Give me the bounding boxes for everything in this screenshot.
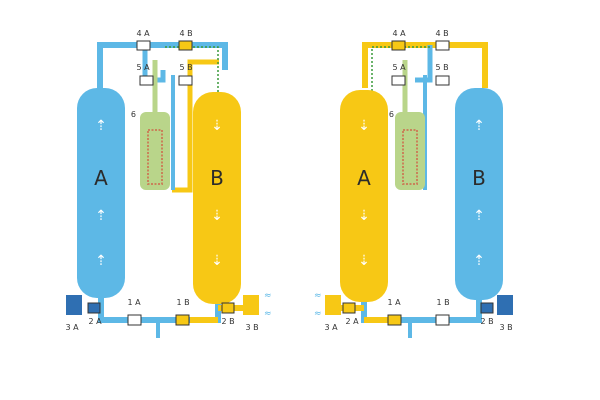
bottom-pipe xyxy=(98,298,221,323)
silencer-3a-body xyxy=(66,295,82,315)
svg-text:3 A: 3 A xyxy=(65,323,79,332)
valve-5a: 5 A xyxy=(136,63,154,86)
svg-text:1 B: 1 B xyxy=(176,298,189,307)
silencer-3b-body xyxy=(497,295,513,315)
vessel-b-body xyxy=(455,88,503,300)
flow-arrow-down-icon: ⇣ xyxy=(211,118,223,134)
svg-text:3 B: 3 B xyxy=(245,323,258,332)
diagram-left: A ⇡ ⇡ ⇡ B ⇣ ⇣ ⇣ 6 4 A xyxy=(65,29,272,338)
svg-text:4 B: 4 B xyxy=(179,29,192,38)
valve-2a: 2 A xyxy=(87,302,102,326)
svg-text:2 B: 2 B xyxy=(221,317,234,326)
heater-body xyxy=(140,112,170,190)
svg-text:1 B: 1 B xyxy=(436,298,449,307)
flow-arrow-down-icon: ⇣ xyxy=(358,118,370,134)
flow-arrow-icon: ⇡ xyxy=(95,208,107,224)
silencer-3a: 3 A ≈ ≈ xyxy=(314,291,341,332)
svg-text:1 A: 1 A xyxy=(387,298,401,307)
svg-text:1 A: 1 A xyxy=(127,298,141,307)
heater-body xyxy=(395,112,425,190)
heater-label: 6 xyxy=(389,110,394,119)
flow-arrow-icon: ⇡ xyxy=(95,253,107,269)
vent-icon: ≈ xyxy=(264,291,272,301)
valve-1a: 1 A xyxy=(127,298,142,326)
vent-icon: ≈ xyxy=(314,291,322,301)
svg-text:3 B: 3 B xyxy=(499,323,512,332)
svg-text:4 A: 4 A xyxy=(136,29,150,38)
svg-text:4 A: 4 A xyxy=(392,29,406,38)
flow-arrow-down-icon: ⇣ xyxy=(358,208,370,224)
svg-text:5 A: 5 A xyxy=(392,63,406,72)
flow-arrow-down-icon: ⇣ xyxy=(211,253,223,269)
purge-pipe xyxy=(415,45,433,83)
flow-arrow-down-icon: ⇣ xyxy=(358,253,370,269)
heater-label: 6 xyxy=(131,110,136,119)
control-line xyxy=(371,46,430,100)
valve-4b: 4 B xyxy=(178,29,193,51)
valve-4a: 4 A xyxy=(391,29,406,51)
vessel-a: A ⇣ ⇣ ⇣ xyxy=(340,90,388,302)
valve-5a: 5 A xyxy=(391,63,406,86)
valve-5b: 5 B xyxy=(435,63,450,86)
valve-1b: 1 B xyxy=(175,298,190,326)
silencer-3b: 3 B ≈ ≈ xyxy=(243,291,272,332)
vessel-a-label: A xyxy=(94,166,108,190)
svg-text:2 B: 2 B xyxy=(480,317,493,326)
vessel-b-label: B xyxy=(472,166,486,190)
valve-1a: 1 A xyxy=(387,298,402,326)
svg-text:5 B: 5 B xyxy=(179,63,192,72)
heater: 6 xyxy=(131,110,170,190)
valve-4a: 4 A xyxy=(136,29,151,51)
flow-arrow-icon: ⇡ xyxy=(473,118,485,134)
vessel-a: A ⇡ ⇡ ⇡ xyxy=(77,88,125,298)
valve-1b: 1 B xyxy=(435,298,450,326)
valve-2b: 2 B xyxy=(221,302,235,326)
vessel-b-label: B xyxy=(210,166,224,190)
top-pipe xyxy=(97,42,228,88)
valve-4b: 4 B xyxy=(435,29,450,51)
top-pipe xyxy=(362,42,488,88)
silencer-3a: 3 A xyxy=(65,295,82,332)
svg-text:3 A: 3 A xyxy=(324,323,338,332)
vessel-b-body xyxy=(193,92,241,304)
vent-icon: ≈ xyxy=(314,309,322,319)
diagram-right: A ⇣ ⇣ ⇣ B ⇡ ⇡ ⇡ 6 4 A xyxy=(314,29,513,338)
svg-text:4 B: 4 B xyxy=(435,29,448,38)
svg-text:5 B: 5 B xyxy=(435,63,448,72)
valve-2b: 2 B xyxy=(480,302,494,326)
valve-2a: 2 A xyxy=(342,302,359,326)
svg-text:5 A: 5 A xyxy=(136,63,150,72)
svg-text:2 A: 2 A xyxy=(88,317,102,326)
silencer-3a-body xyxy=(325,295,341,315)
svg-text:2 A: 2 A xyxy=(345,317,359,326)
silencer-3b: 3 B xyxy=(497,295,513,332)
flow-arrow-icon: ⇡ xyxy=(95,118,107,134)
heater: 6 xyxy=(389,110,425,190)
vessel-a-label: A xyxy=(357,166,371,190)
vessel-b: B ⇡ ⇡ ⇡ xyxy=(455,88,503,300)
heater-coil xyxy=(402,129,418,185)
regen-return-pipe xyxy=(172,59,219,193)
heater-coil xyxy=(147,129,163,185)
flow-arrow-icon: ⇡ xyxy=(473,208,485,224)
flow-arrow-icon: ⇡ xyxy=(473,253,485,269)
vessel-a-body xyxy=(340,90,388,302)
flow-arrow-down-icon: ⇣ xyxy=(211,208,223,224)
silencer-3b-body xyxy=(243,295,259,315)
valve-5b: 5 B xyxy=(178,63,193,86)
vessel-b: B ⇣ ⇣ ⇣ xyxy=(193,92,241,304)
vessel-a-body xyxy=(77,88,125,298)
vent-icon: ≈ xyxy=(264,309,272,319)
